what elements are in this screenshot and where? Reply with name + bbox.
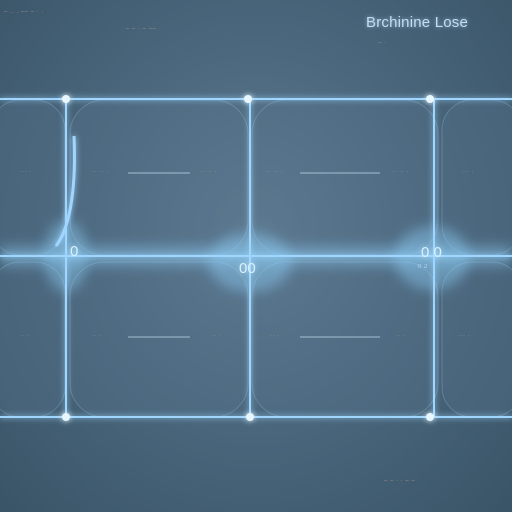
cell-panel xyxy=(69,261,249,418)
node-value-center: 00 xyxy=(239,260,256,277)
row1-label: ··· · xyxy=(462,169,475,175)
label-dashes xyxy=(128,172,380,338)
top-caption: – – · – –– xyxy=(126,26,157,32)
node-value-left: 0 xyxy=(70,243,79,260)
top-left-caption: – .. . –– – · · xyxy=(4,9,44,15)
node-dot xyxy=(246,413,254,421)
cell-panel xyxy=(69,99,249,256)
top-right-caption: – · xyxy=(378,40,387,46)
node-dot xyxy=(426,95,434,103)
cell-panel xyxy=(251,261,439,418)
row1-label: ·· ·· · xyxy=(200,169,217,175)
accent-curve xyxy=(54,135,76,247)
node-dot xyxy=(62,413,70,421)
node-subvalue-right: 0 2 xyxy=(418,264,428,270)
node-dot xyxy=(426,413,434,421)
row2-label: ··· · xyxy=(458,333,471,339)
row2-label: ·· · xyxy=(20,333,30,339)
node-dot xyxy=(244,95,252,103)
bottom-caption: – – · · – – xyxy=(384,478,416,484)
row2-label: ·· · xyxy=(92,333,102,339)
cell-panels xyxy=(0,99,512,418)
cell-panel xyxy=(441,261,512,418)
cell-panel xyxy=(251,99,439,256)
row2-label: ·· · xyxy=(396,333,406,339)
page-title: Brchinine Lose xyxy=(366,14,469,31)
node-dot xyxy=(62,95,70,103)
row2-label: ·· · xyxy=(212,333,222,339)
row1-label: ·· ·· · xyxy=(392,169,409,175)
node-value-right: 0 0 xyxy=(421,244,442,261)
row2-label: ·· · xyxy=(270,333,280,339)
row1-label: ··· · xyxy=(20,169,33,175)
junction-nodes xyxy=(62,95,434,421)
row1-label: ·· ·· · xyxy=(266,169,283,175)
row1-label: ·· ·· · xyxy=(92,169,109,175)
